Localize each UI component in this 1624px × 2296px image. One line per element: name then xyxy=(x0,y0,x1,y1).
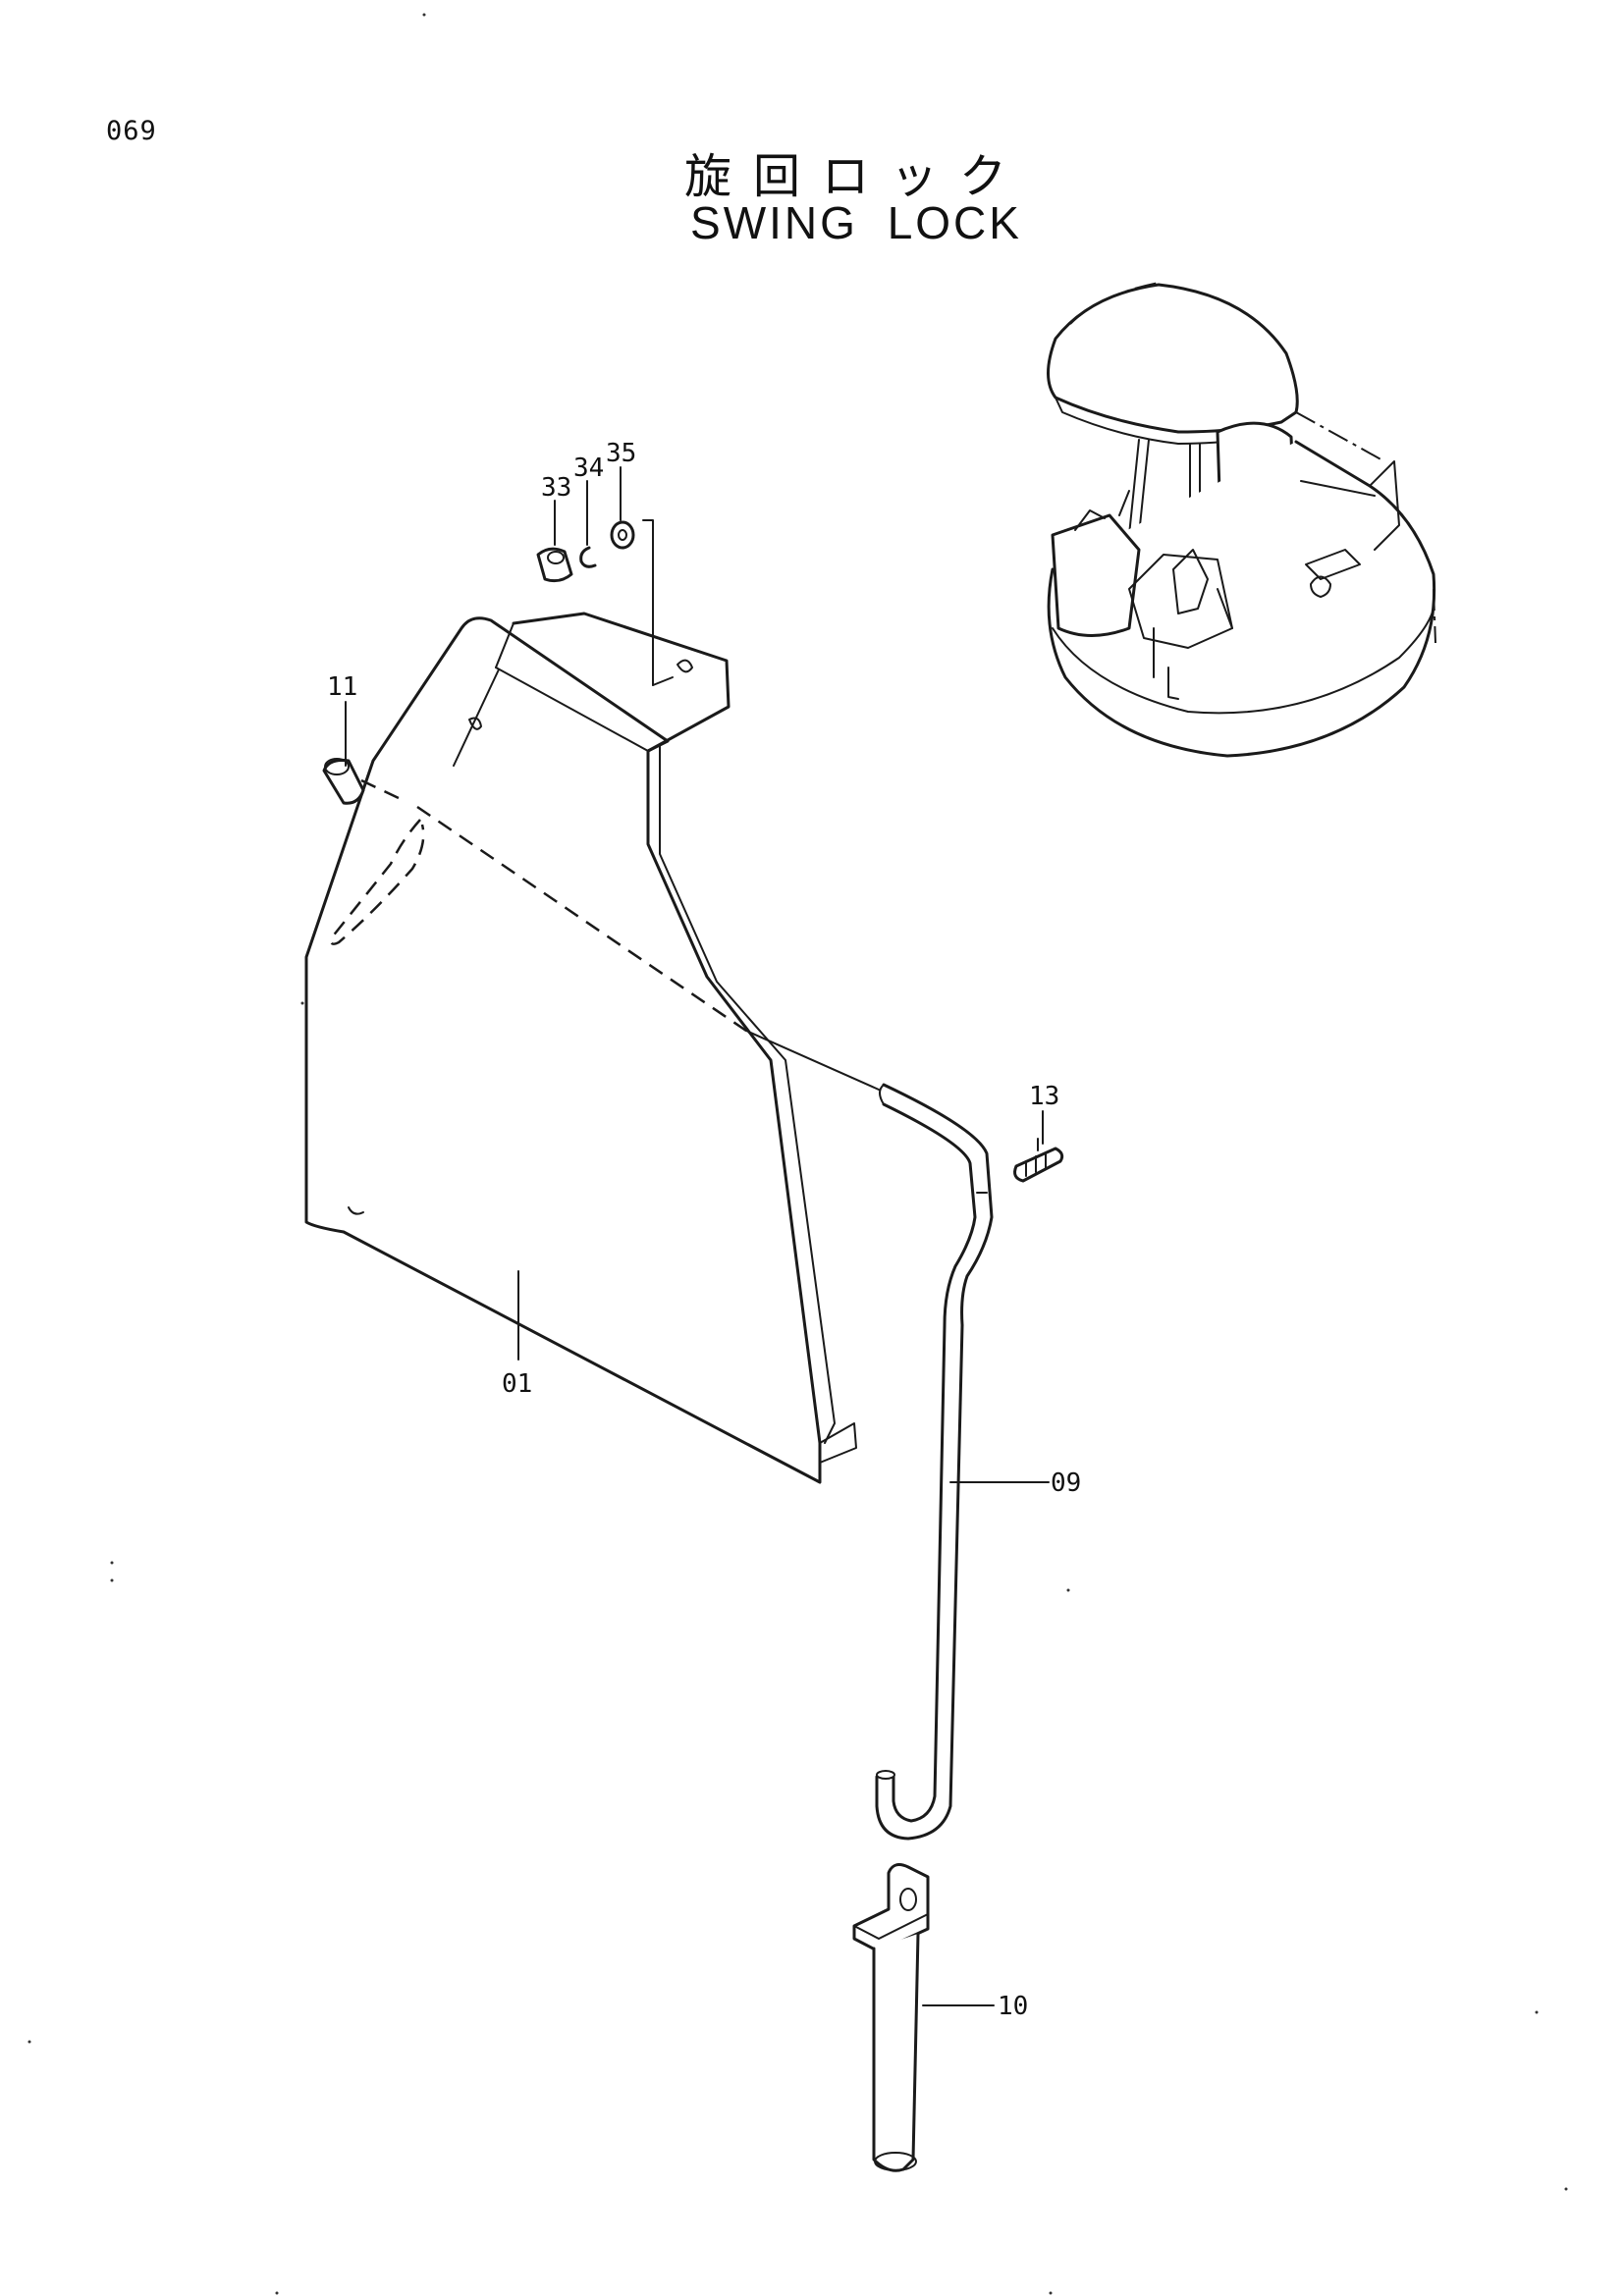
part-01-cover-plate xyxy=(304,519,880,1484)
callout-33: 33 xyxy=(541,473,571,503)
callout-35: 35 xyxy=(606,439,636,468)
callout-34: 34 xyxy=(573,454,604,483)
callout-09: 09 xyxy=(1051,1468,1081,1498)
diagram-title-english: SWING LOCK xyxy=(690,197,1022,248)
part-33-nut xyxy=(536,547,573,583)
part-10-rubber-bushing xyxy=(322,758,365,805)
part-34-spring-washer xyxy=(579,546,597,568)
diagram-title-japanese: 旋回ロック xyxy=(683,149,1028,204)
callout-13: 13 xyxy=(1029,1082,1059,1111)
machine-overview-illustration xyxy=(1047,282,1436,758)
part-13-spring-pin xyxy=(1013,1138,1064,1183)
callout-10: 11 xyxy=(327,672,357,702)
scan-specks xyxy=(27,13,1568,2295)
part-11-lock-pin xyxy=(852,1863,930,2172)
callout-11: 10 xyxy=(998,1992,1028,2021)
page-number: 069 xyxy=(106,116,157,146)
part-35-washer xyxy=(610,520,635,550)
callout-labels: 11 33 34 35 01 09 13 10 xyxy=(327,439,1081,2021)
callout-leaders xyxy=(345,466,1050,2006)
part-09-lock-rod xyxy=(875,1083,994,1841)
callout-01: 01 xyxy=(502,1369,532,1399)
